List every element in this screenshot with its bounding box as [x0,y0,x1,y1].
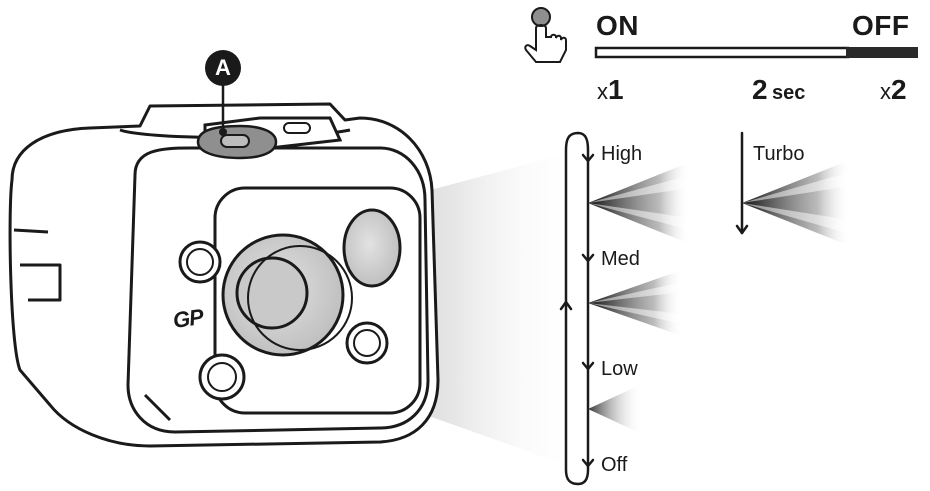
hold-duration-value: 2 [752,74,768,105]
press-timing-bar [594,46,918,59]
power-button[interactable] [196,116,343,160]
off-label: OFF [852,10,910,41]
hold-duration-label: 2 sec [752,76,805,104]
single-press-count: 1 [608,74,624,105]
beam-med-icon [588,270,682,336]
mode-label-med: Med [601,248,640,270]
up-arrow-return [559,300,573,311]
callout-label: A [215,55,231,80]
mode-cycle-loop [564,131,590,486]
beam-high-icon [588,162,690,244]
down-arrow-off [581,458,595,468]
mode-label-off: Off [601,454,628,476]
secondary-lens [342,208,402,288]
beam-turbo-icon [742,160,850,246]
down-arrow-high [581,153,595,163]
finger-press-icon [524,7,567,63]
double-press-count: 2 [891,74,907,105]
gp-logo: GP [171,304,205,333]
callout-badge [205,50,241,86]
callout-dot [219,128,227,136]
down-arrow-low [581,361,595,371]
mode-label-high: High [601,143,643,165]
lens-cluster [178,208,402,401]
double-press-label: x2 [880,76,907,104]
single-press-label: x1 [597,76,624,104]
hold-duration-unit: sec [772,82,806,104]
single-press-prefix: x [597,79,608,104]
cycle-arrows [559,153,595,468]
mode-label-low: Low [601,358,638,380]
turbo-arrow [735,131,749,235]
mode-label-turbo: Turbo [753,143,805,165]
down-arrow-med [581,253,595,263]
double-press-prefix: x [880,79,891,104]
beam-low-icon [588,384,642,434]
on-label: ON [596,10,639,41]
